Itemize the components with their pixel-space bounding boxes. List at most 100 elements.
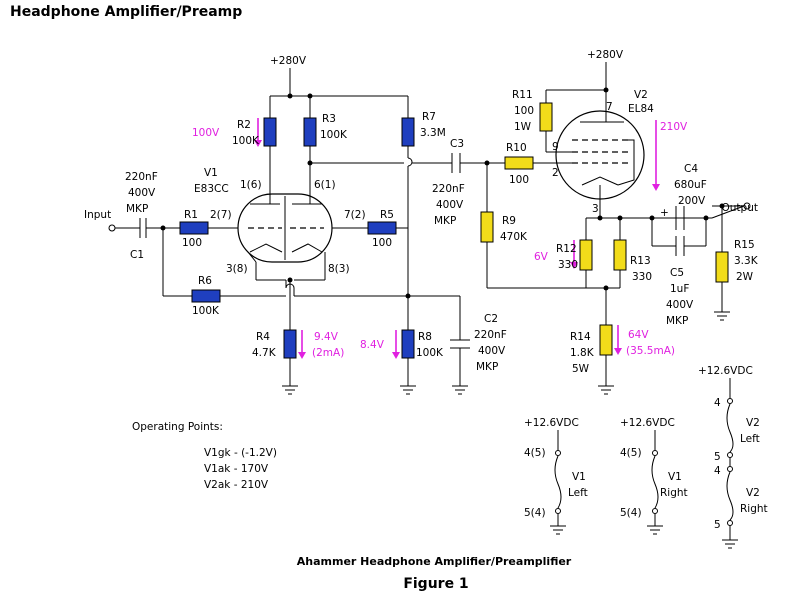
c4-value: 200V xyxy=(678,195,706,207)
c1-value: 400V xyxy=(128,187,156,199)
heater-side: Right xyxy=(660,487,688,499)
r6-value: 100K xyxy=(192,305,220,317)
svg-text:+: + xyxy=(660,207,669,219)
r7-name: R7 xyxy=(422,111,436,123)
figure-label: Figure 1 xyxy=(403,576,468,592)
v2-pin: 3 xyxy=(592,203,599,215)
r15-value: 3.3K xyxy=(734,255,759,267)
annotation-v2-voltage: 210V xyxy=(660,121,688,133)
c1-value: 220nF xyxy=(125,171,158,183)
v1-pin: 2(7) xyxy=(210,209,232,221)
resistor-r6 xyxy=(191,289,221,303)
resistor-r7 xyxy=(401,117,415,147)
heater-pin: 5(4) xyxy=(524,507,546,519)
operating-points-heading: Operating Points: xyxy=(132,421,223,433)
v1-pin: 1(6) xyxy=(240,179,262,191)
v1-name: V1 xyxy=(204,167,218,179)
r1-value: 100 xyxy=(182,237,202,249)
tube-v2 xyxy=(555,110,645,200)
annotation-r4-current: (2mA) xyxy=(312,347,344,359)
v2-name: V2 xyxy=(634,89,648,101)
resistor-r2 xyxy=(263,117,277,147)
r13-name: R13 xyxy=(630,255,651,267)
wiring xyxy=(108,62,751,386)
c5-value: 1uF xyxy=(670,283,689,295)
r14-power: 5W xyxy=(572,363,590,375)
r8-value: 100K xyxy=(416,347,444,359)
r2-name: R2 xyxy=(237,119,251,131)
r12-name: R12 xyxy=(556,243,577,255)
capacitor-c5 xyxy=(675,236,685,256)
heater-side: Right xyxy=(740,503,768,515)
figure-caption: Ahammer Headphone Amplifier/Preamplifier xyxy=(297,555,572,568)
c1-value: MKP xyxy=(126,203,148,215)
heater-pin: 4(5) xyxy=(524,447,546,459)
c1-name: C1 xyxy=(130,249,144,261)
resistor-r12 xyxy=(579,239,593,271)
v2-type: EL84 xyxy=(628,103,654,115)
heater-pin: 4 xyxy=(714,397,721,409)
resistor-r10 xyxy=(504,156,534,170)
r7-value: 3.3M xyxy=(420,127,446,139)
junctions xyxy=(160,87,725,299)
v1-type: E83CC xyxy=(194,183,229,195)
voltage-arrows xyxy=(254,118,660,359)
c3-value: 400V xyxy=(436,199,464,211)
r13-value: 330 xyxy=(632,271,652,283)
heater-v1-right xyxy=(647,430,663,535)
c3-name: C3 xyxy=(450,138,464,150)
heater-pin: 4(5) xyxy=(620,447,642,459)
heater-supply: +12.6VDC xyxy=(698,365,753,377)
ground-symbols xyxy=(282,311,730,395)
c5-value: MKP xyxy=(666,315,688,327)
c3-value: MKP xyxy=(434,215,456,227)
r3-name: R3 xyxy=(322,113,336,125)
page-title: Headphone Amplifier/Preamp xyxy=(10,4,243,20)
resistor-r5 xyxy=(367,221,397,235)
resistor-r9 xyxy=(480,211,494,243)
heater-v2 xyxy=(722,378,738,549)
annotation-r4-voltage: 9.4V xyxy=(314,331,339,343)
heater-side: Left xyxy=(568,487,588,499)
c2-value: 220nF xyxy=(474,329,507,341)
heater-supply: +12.6VDC xyxy=(524,417,579,429)
r9-value: 470K xyxy=(500,231,528,243)
r14-value: 1.8K xyxy=(570,347,595,359)
v2-pin: 7 xyxy=(606,101,613,113)
r14-name: R14 xyxy=(570,331,591,343)
capacitor-c4: + xyxy=(660,206,685,230)
c2-value: MKP xyxy=(476,361,498,373)
c2-value: 400V xyxy=(478,345,506,357)
resistor-r3 xyxy=(303,117,317,147)
heater-tube: V1 xyxy=(572,471,586,483)
resistor-r1 xyxy=(179,221,209,235)
r11-name: R11 xyxy=(512,89,533,101)
r12-value: 330 xyxy=(558,259,578,271)
output-label: Output xyxy=(722,202,758,214)
r11-value: 100 xyxy=(514,105,534,117)
v1-pin: 8(3) xyxy=(328,263,350,275)
v2-pin: 9 xyxy=(552,141,559,153)
c2-name: C2 xyxy=(484,313,498,325)
r4-value: 4.7K xyxy=(252,347,277,359)
heater-supply: +12.6VDC xyxy=(620,417,675,429)
annotation-r14-voltage: 64V xyxy=(628,329,649,341)
capacitor-c1 xyxy=(139,218,147,238)
r5-name: R5 xyxy=(380,209,394,221)
tube-v1 xyxy=(237,190,333,263)
resistor-r11 xyxy=(539,102,553,132)
r5-value: 100 xyxy=(372,237,392,249)
r3-value: 100K xyxy=(320,129,348,141)
c4-value: 680uF xyxy=(674,179,707,191)
heater-pin: 4 xyxy=(714,465,721,477)
r9-name: R9 xyxy=(502,215,516,227)
r1-name: R1 xyxy=(184,209,198,221)
r11-power: 1W xyxy=(514,121,532,133)
resistor-r8 xyxy=(401,329,415,359)
capacitor-c3 xyxy=(451,153,461,173)
r4-name: R4 xyxy=(256,331,270,343)
annotation-r12-voltage: 6V xyxy=(534,251,549,263)
r6-name: R6 xyxy=(198,275,212,287)
v1-pin: 7(2) xyxy=(344,209,366,221)
